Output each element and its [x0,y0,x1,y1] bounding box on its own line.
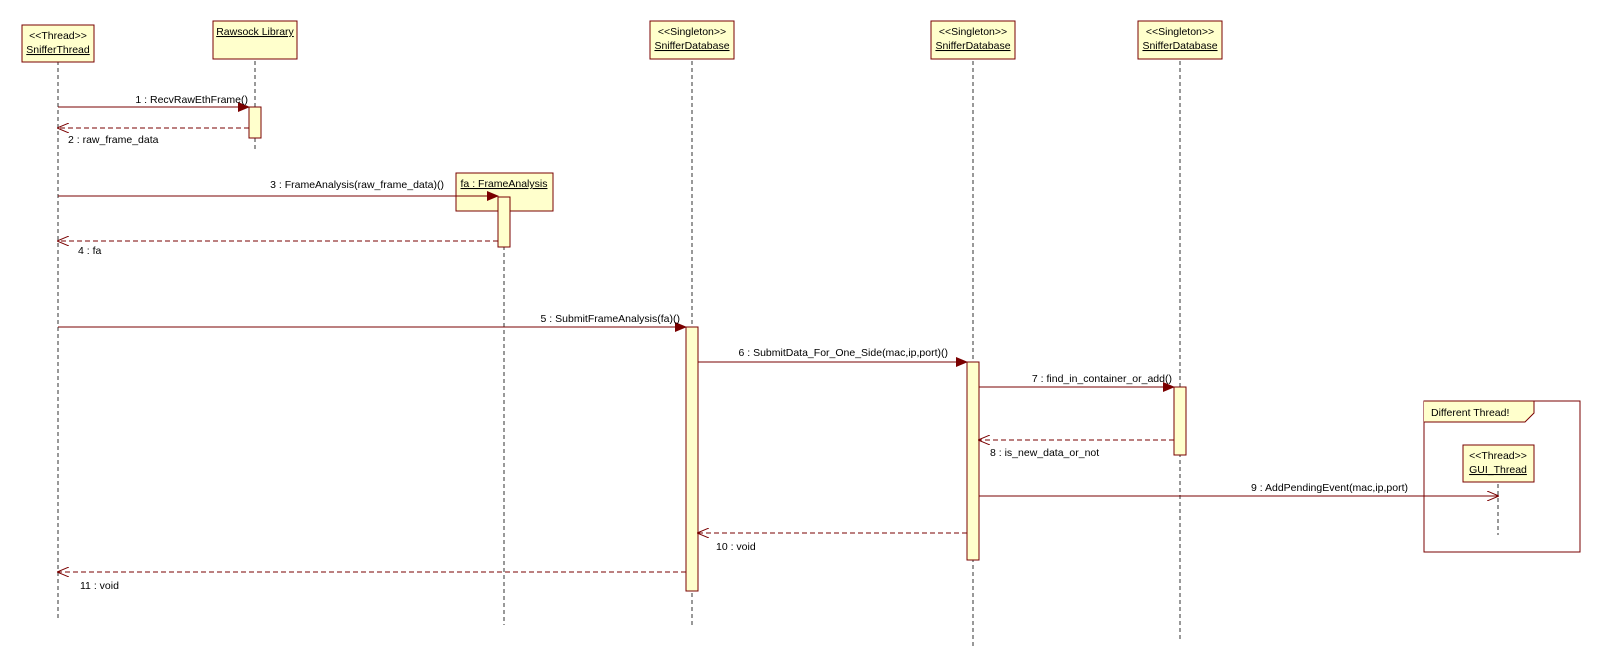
message-6-label: 6 : SubmitData_For_One_Side(mac,ip,port)… [738,347,948,359]
lifeline-name: SnifferDatabase [935,40,1010,52]
message-2-label: 2 : raw_frame_data [68,134,159,146]
lifeline-header-rawsock[interactable]: Rawsock Library [212,20,298,60]
different-thread-frame: Different Thread! [1423,400,1581,553]
lifeline-name: SnifferDatabase [1142,40,1217,52]
lifeline-name: GUI_Thread [1469,464,1527,476]
message-11-label: 11 : void [80,580,119,592]
activation-db3 [1173,386,1187,456]
stereotype-label: <<Thread>> [29,30,87,42]
frame-label: Different Thread! [1431,407,1509,419]
message-labels: 1 : RecvRawEthFrame() 2 : raw_frame_data… [68,94,1408,592]
lifeline-name: Rawsock Library [216,26,294,38]
stereotype-label: <<Singleton>> [1146,26,1214,38]
message-9-label: 9 : AddPendingEvent(mac,ip,port) [1251,482,1408,494]
activation-db1 [685,326,699,592]
lifeline-header-db2[interactable]: <<Singleton>> SnifferDatabase [930,20,1016,60]
lifeline-header-gui-thread[interactable]: <<Thread>> GUI_Thread [1462,444,1535,483]
lifeline-header-db1[interactable]: <<Singleton>> SnifferDatabase [649,20,735,60]
message-arrows [58,102,1498,572]
message-8-label: 8 : is_new_data_or_not [990,447,1099,459]
lifeline-name: SnifferThread [26,44,90,56]
stereotype-label: <<Singleton>> [939,26,1007,38]
message-5-label: 5 : SubmitFrameAnalysis(fa)() [541,313,680,325]
lifeline-header-db3[interactable]: <<Singleton>> SnifferDatabase [1137,20,1223,60]
message-3-label: 3 : FrameAnalysis(raw_frame_data)() [270,179,444,191]
message-4-label: 4 : fa [78,245,102,257]
stereotype-label: <<Singleton>> [658,26,726,38]
lifeline-name: SnifferDatabase [654,40,729,52]
message-1-label: 1 : RecvRawEthFrame() [135,94,248,106]
activation-db2 [966,361,980,561]
lifeline-header-sniffer-thread[interactable]: <<Thread>> SnifferThread [21,24,95,63]
activation-bars [248,106,1187,592]
stereotype-label: <<Thread>> [1469,450,1527,462]
message-7-label: 7 : find_in_container_or_add() [1032,373,1172,385]
message-10-label: 10 : void [716,541,756,553]
lifeline-name: fa : FrameAnalysis [461,178,548,190]
activation-rawsock [248,106,262,139]
activation-frame-analysis [497,196,511,248]
